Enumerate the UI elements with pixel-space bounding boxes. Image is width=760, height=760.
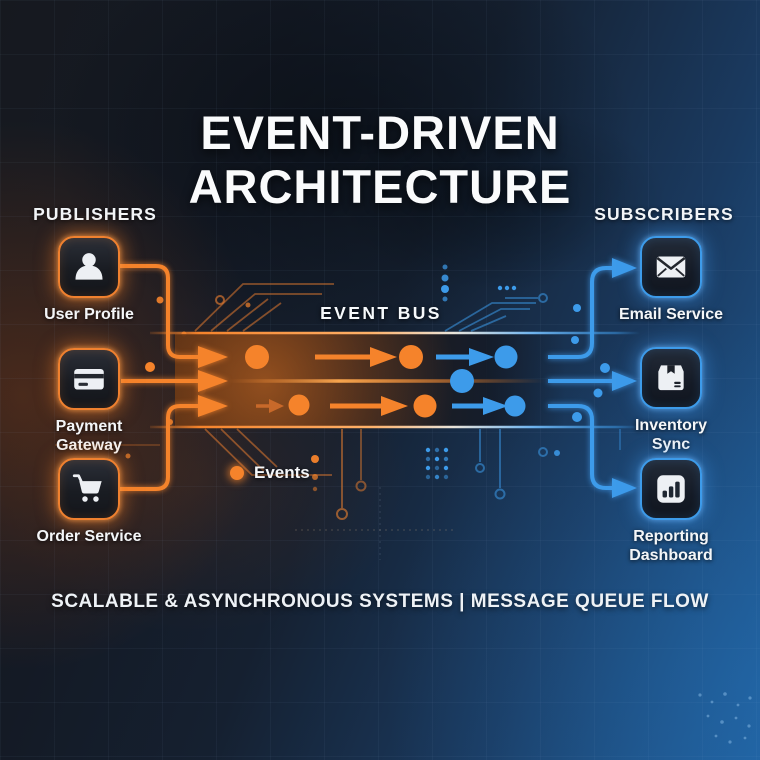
node-email-service: Email Service bbox=[611, 236, 731, 325]
node-user-profile: User Profile bbox=[29, 236, 149, 325]
connector-email-service bbox=[548, 266, 613, 359]
payment-gateway-card bbox=[58, 348, 120, 410]
bus-flow-row-3 bbox=[256, 394, 526, 418]
bus-flow-row-2 bbox=[450, 369, 474, 393]
order-service-card bbox=[58, 458, 120, 520]
connector-order-service bbox=[118, 404, 198, 491]
inventory-sync-card bbox=[640, 347, 702, 409]
package-icon bbox=[658, 365, 684, 391]
connector-reporting-dashboard bbox=[548, 404, 613, 490]
subscriber-arrowheads bbox=[612, 258, 637, 498]
subscriber-connectors bbox=[548, 266, 613, 490]
user-icon bbox=[75, 253, 103, 280]
node-label: Order Service bbox=[36, 528, 142, 545]
shopping-cart-icon bbox=[72, 474, 102, 502]
node-order-service: Order Service bbox=[29, 458, 149, 547]
corner-dot-noise bbox=[698, 692, 752, 744]
circuit-traces-subscriber-side bbox=[444, 293, 621, 500]
title-line-2: ARCHITECTURE bbox=[188, 160, 572, 213]
user-profile-card bbox=[58, 236, 120, 298]
node-label: User Profile bbox=[44, 306, 134, 323]
subscribers-heading: SUBSCRIBERS bbox=[594, 204, 734, 224]
node-label: Email Service bbox=[618, 306, 724, 323]
node-payment-gateway: Payment Gateway bbox=[29, 348, 149, 456]
events-legend: Events bbox=[230, 463, 310, 483]
bus-entry-arrowheads bbox=[198, 346, 228, 417]
node-reporting-dashboard: Reporting Dashboard bbox=[611, 458, 731, 566]
event-bus-label: EVENT BUS bbox=[320, 303, 442, 323]
circuit-traces-publisher-side bbox=[55, 283, 455, 560]
node-label: Reporting Dashboard bbox=[629, 528, 713, 564]
page-title: EVENT-DRIVEN ARCHITECTURE bbox=[0, 106, 760, 214]
connector-user-profile bbox=[119, 264, 198, 359]
event-dot-icon bbox=[230, 466, 244, 480]
node-label: Payment Gateway bbox=[55, 418, 123, 454]
footer-tagline: SCALABLE & ASYNCHRONOUS SYSTEMS | MESSAG… bbox=[51, 591, 709, 612]
event-dots-subscriber-side bbox=[425, 264, 610, 480]
title-line-1: EVENT-DRIVEN bbox=[200, 106, 560, 159]
node-label: Inventory Sync bbox=[634, 417, 707, 453]
email-service-card bbox=[640, 236, 702, 298]
reporting-dashboard-card bbox=[640, 458, 702, 520]
envelope-icon bbox=[656, 256, 686, 278]
node-inventory-sync: Inventory Sync bbox=[611, 347, 731, 455]
events-legend-label: Events bbox=[254, 463, 310, 482]
publishers-heading: PUBLISHERS bbox=[33, 204, 157, 224]
credit-card-icon bbox=[74, 368, 104, 390]
bar-chart-icon bbox=[657, 475, 685, 503]
bus-flow-row-1 bbox=[245, 345, 518, 369]
publisher-connectors bbox=[118, 264, 198, 491]
